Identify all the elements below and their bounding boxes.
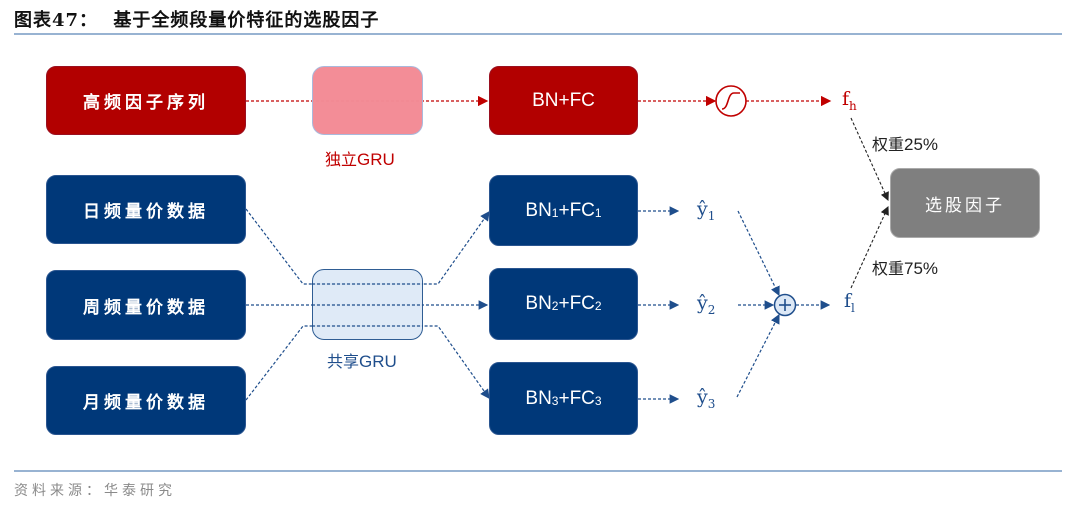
footer-rule <box>14 470 1062 472</box>
bnfc-high-label: BN+FC <box>532 89 595 111</box>
input-monthly-box: 月频量价数据 <box>46 366 246 435</box>
shared-gru-label-en: GRU <box>359 352 397 371</box>
input-weekly-box: 周频量价数据 <box>46 270 246 340</box>
input-high-freq-box: 高频因子序列 <box>46 66 246 135</box>
final-factor-box: 选股因子 <box>890 168 1040 238</box>
input-monthly-label: 月频量价数据 <box>83 393 209 413</box>
input-high-freq-label: 高频因子序列 <box>83 93 209 113</box>
independent-gru-label: 独立GRU <box>325 146 395 170</box>
bnfc-3-label: BN3+FC3 <box>525 387 602 409</box>
y1-label: ŷ1 <box>697 198 716 223</box>
y3-label: ŷ3 <box>697 386 716 411</box>
input-daily-label: 日频量价数据 <box>83 202 209 222</box>
fh-label: fh <box>842 88 857 113</box>
bnfc-1-box: BN1+FC1 <box>489 175 638 246</box>
input-weekly-label: 周频量价数据 <box>83 297 209 318</box>
arrow-y1-to-sum <box>737 210 780 297</box>
figure-title: 图表47： 基于全频段量价特征的选股因子 <box>14 6 379 32</box>
arrow-y3-to-sum <box>736 313 780 398</box>
shared-gru-label-cn: 共享 <box>327 352 360 371</box>
source-note: 资料来源：华泰研究 <box>14 483 176 499</box>
independent-gru-box <box>312 66 423 135</box>
y2-label: ŷ2 <box>697 292 716 317</box>
figure-label: 图表47： <box>14 10 99 31</box>
final-factor-label: 选股因子 <box>925 195 1005 216</box>
weight-high-label: 权重25% <box>872 135 939 154</box>
bnfc-2-label: BN2+FC2 <box>525 293 602 314</box>
header-rule <box>14 33 1062 35</box>
weight-low-label: 权重75% <box>872 259 939 278</box>
figure-title-text: 基于全频段量价特征的选股因子 <box>113 10 380 31</box>
fl-label: fl <box>844 290 855 315</box>
bnfc-1-label: BN1+FC1 <box>525 199 602 221</box>
bnfc-3-box: BN3+FC3 <box>489 362 638 435</box>
bnfc-high-box: BN+FC <box>489 66 638 135</box>
independent-gru-label-cn: 独立 <box>325 150 358 169</box>
independent-gru-label-en: GRU <box>357 150 395 169</box>
input-daily-box: 日频量价数据 <box>46 175 246 244</box>
shared-gru-label: 共享GRU <box>327 348 397 372</box>
bnfc-2-box: BN2+FC2 <box>489 268 638 340</box>
